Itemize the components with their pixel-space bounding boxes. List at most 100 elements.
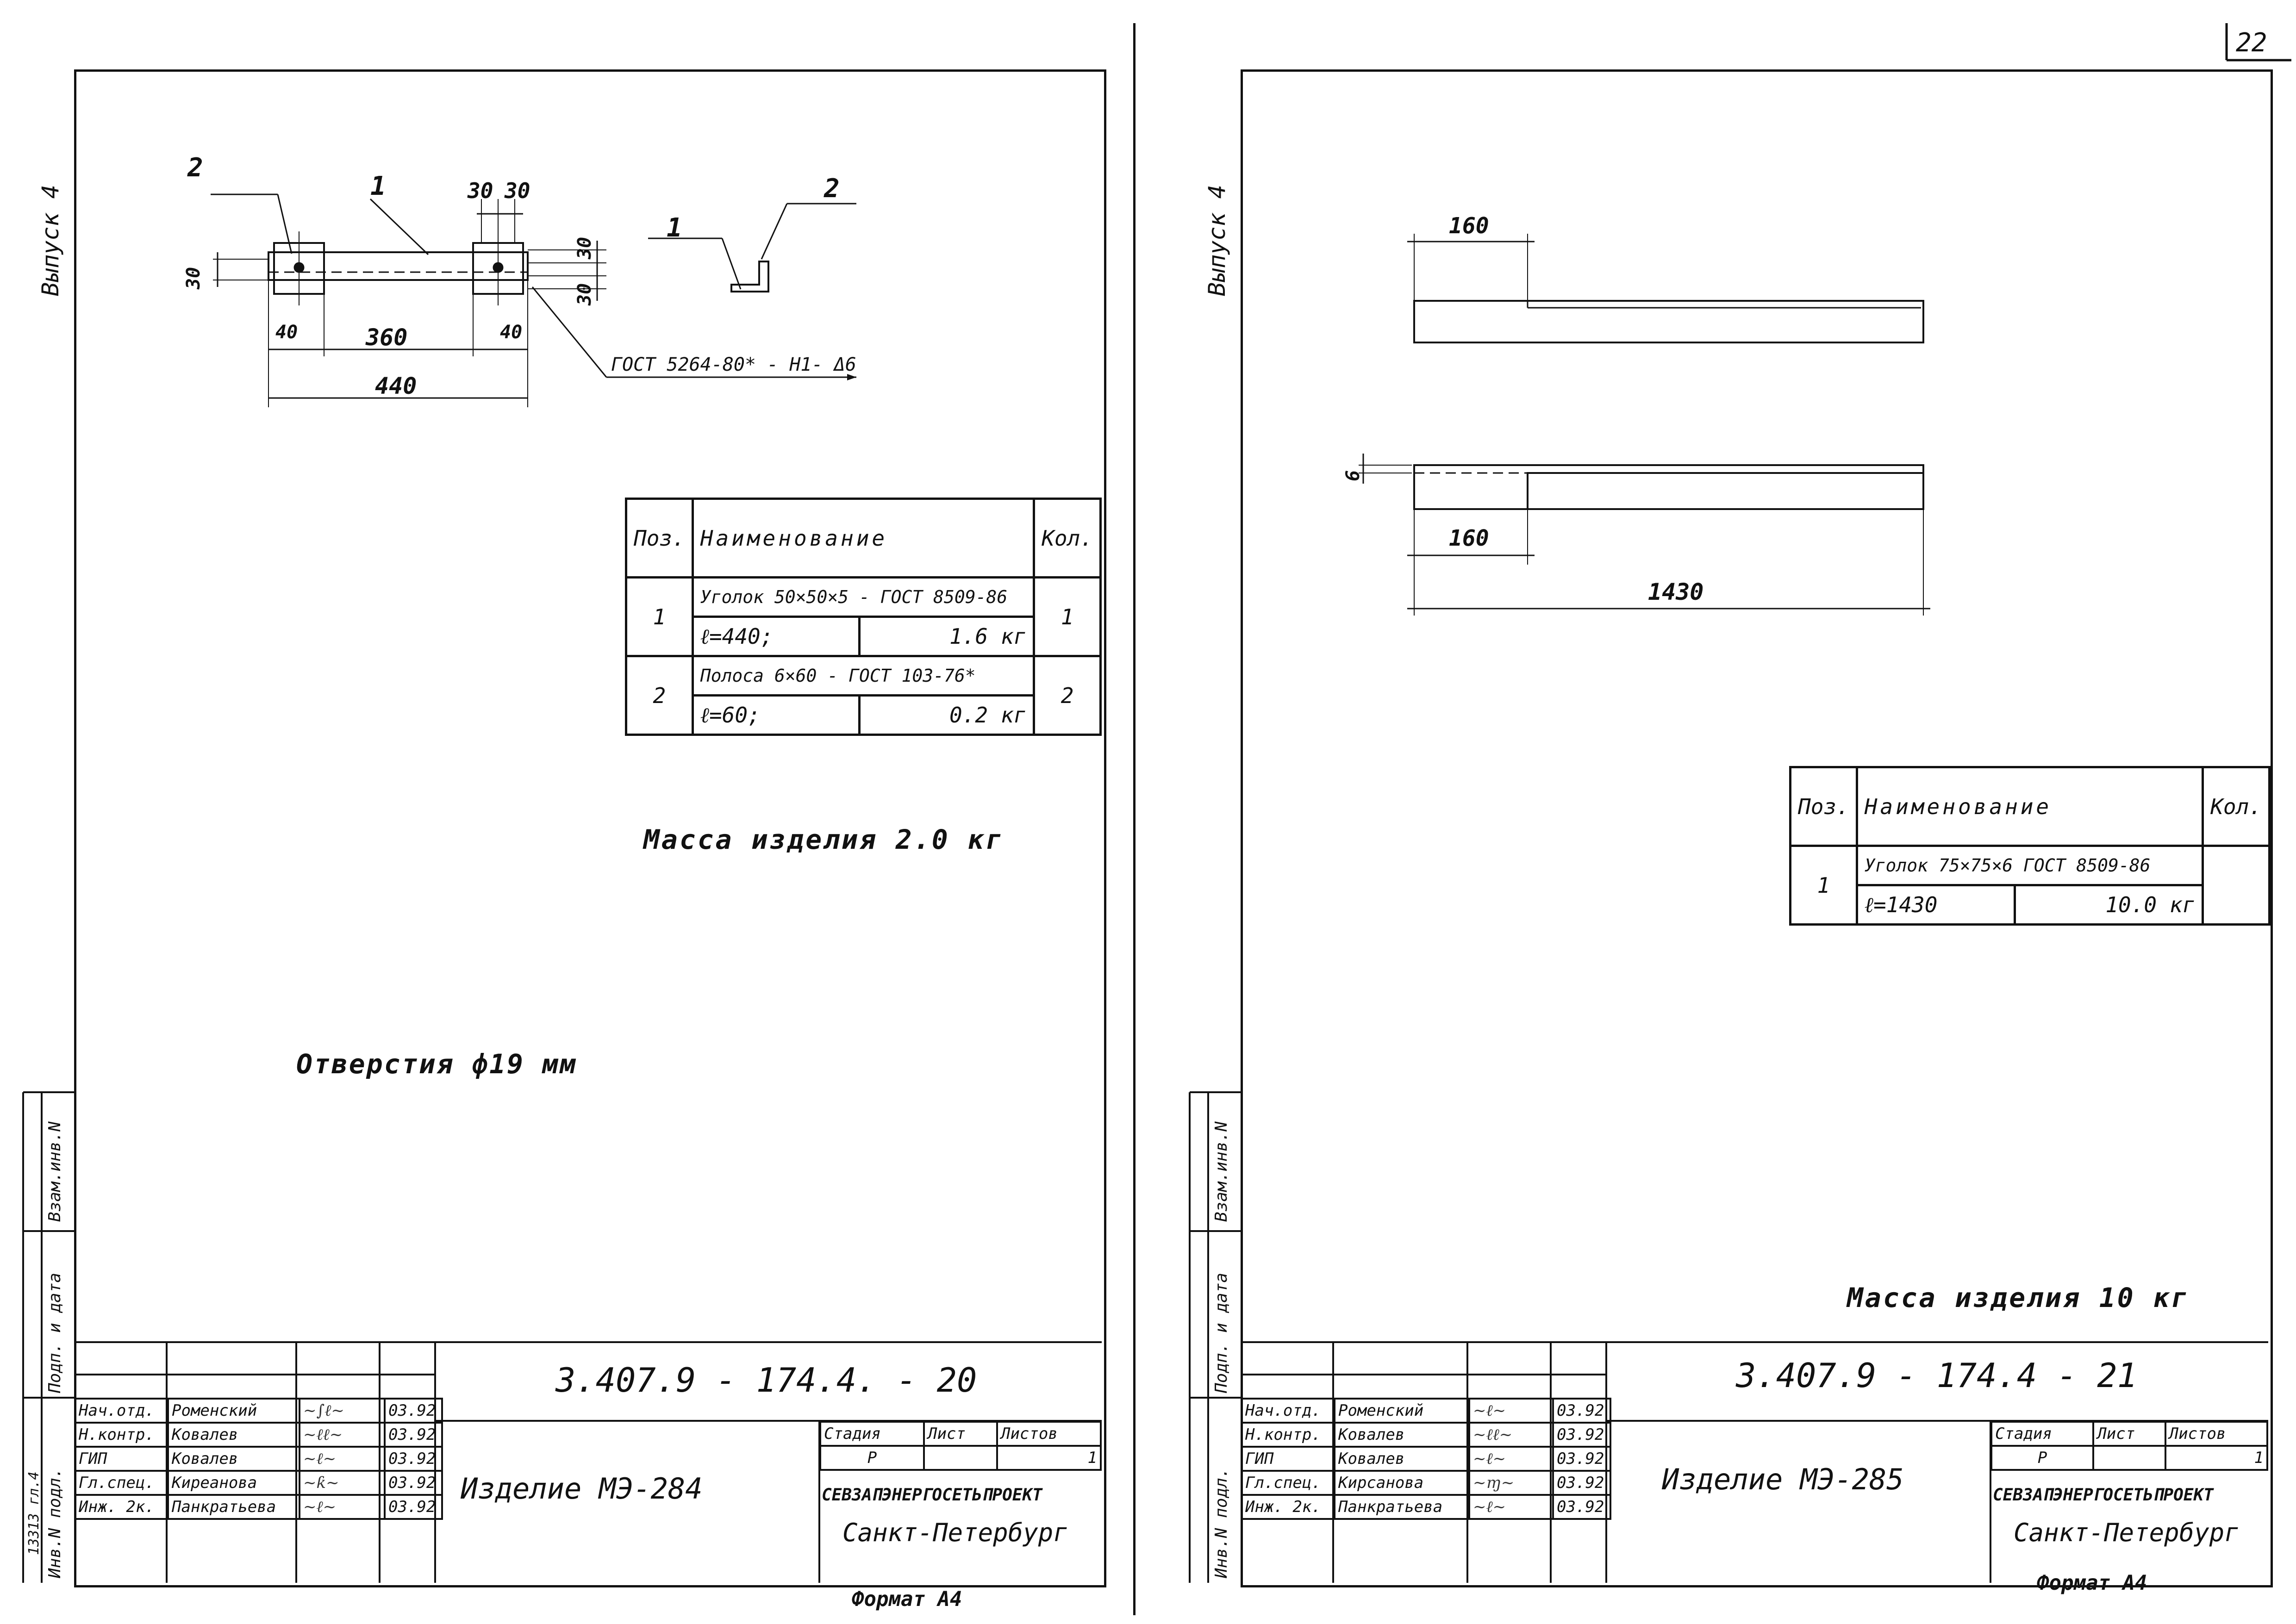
- right-doc-code: 3.407.9 - 174.4 - 21: [1736, 1356, 2137, 1395]
- spec-cell-name: Полоса 6×60 - ГОСТ 103-76*: [691, 655, 1036, 697]
- name-cell: Роменский: [1334, 1398, 1470, 1424]
- left-format-label: Формат А4: [852, 1587, 962, 1611]
- sheets-header: Листов: [996, 1421, 1102, 1447]
- spec-header-qty: Кол.: [1033, 498, 1102, 579]
- right-item-name: Изделие МЭ-285: [1662, 1462, 1904, 1496]
- right-part-drawing: [1359, 234, 1930, 616]
- signature: ~ℓ~: [1468, 1398, 1554, 1424]
- left-series-label: Выпуск 4: [37, 185, 64, 296]
- spec-cell-length: ℓ=1430: [1855, 884, 2016, 926]
- spec-header-pos: Поз.: [625, 498, 694, 579]
- page-number: 22: [2236, 28, 2267, 58]
- date-cell: 03.92: [384, 1398, 443, 1424]
- table-row: Инж. 2к.Панкратьева~ℓ~03.92: [74, 1494, 443, 1520]
- signature: ~ℓℓ~: [1468, 1422, 1554, 1448]
- right-dim-6: 6: [1342, 470, 1364, 481]
- spec-cell-mass: 1.6 кг: [858, 616, 1036, 657]
- date-cell: 03.92: [1552, 1470, 1611, 1496]
- right-people-table: Нач.отд.Роменский~ℓ~03.92 Н.контр.Ковале…: [1241, 1398, 1611, 1520]
- stage-header: Стадия: [1990, 1421, 2095, 1447]
- role-cell: Гл.спец.: [1241, 1470, 1335, 1496]
- table-row: Н.контр.Ковалев~ℓℓ~03.92: [1241, 1422, 1611, 1448]
- signature: ~ℓ~: [1468, 1494, 1554, 1520]
- stage-header: Стадия: [819, 1421, 925, 1447]
- left-dim-440: 440: [375, 373, 417, 399]
- left-pos-label-1: 1: [370, 171, 386, 201]
- name-cell: Ковалев: [1334, 1422, 1470, 1448]
- right-series-label: Выпуск 4: [1204, 185, 1230, 296]
- date-cell: 03.92: [384, 1494, 443, 1520]
- left-stamp-inv-number: 13313 гл.4: [26, 1471, 42, 1555]
- table-row: Н.контр.Ковалев~ℓℓ~03.92: [74, 1422, 443, 1448]
- name-cell: Панкратьева: [1334, 1494, 1470, 1520]
- left-people-table: Нач.отд.Роменский~∫ℓ~03.92 Н.контр.Ковал…: [74, 1398, 443, 1520]
- spec-cell-pos: 1: [1789, 845, 1858, 926]
- role-cell: ГИП: [74, 1446, 169, 1472]
- left-pos-label-1b: 1: [667, 213, 682, 243]
- sheet-header: Лист: [2092, 1421, 2166, 1447]
- spec-cell-mass: 0.2 кг: [858, 694, 1036, 736]
- name-cell: Панкратьева: [167, 1494, 300, 1520]
- left-dim-40b: 40: [500, 322, 523, 343]
- left-sheet-frame: [74, 69, 1106, 1587]
- left-dim-360: 360: [366, 324, 408, 351]
- role-cell: Инж. 2к.: [1241, 1494, 1335, 1520]
- table-row: Гл.спец.Кирсанова~ɱ~03.92: [1241, 1470, 1611, 1496]
- table-row: ℓ=60; 0.2 кг: [626, 694, 1101, 736]
- right-spec-table: Поз. Наименование Кол. 1 Уголок 75×75×6 …: [1789, 766, 2271, 926]
- name-cell: Ковалев: [167, 1446, 300, 1472]
- left-side-stamp: [22, 1091, 74, 1583]
- spec-header-name: Наименование: [691, 498, 1036, 579]
- role-cell: Инж. 2к.: [74, 1494, 169, 1520]
- date-cell: 03.92: [384, 1446, 443, 1472]
- date-cell: 03.92: [1552, 1422, 1611, 1448]
- left-part-drawing: [211, 193, 856, 407]
- spec-cell-pos: 1: [625, 576, 694, 657]
- spec-header-name: Наименование: [1855, 766, 2204, 847]
- name-cell: Киреанова: [167, 1470, 300, 1496]
- table-row: Нач.отд.Роменский~∫ℓ~03.92: [74, 1398, 443, 1424]
- date-cell: 03.92: [1552, 1446, 1611, 1472]
- spec-cell-qty: [2202, 845, 2271, 926]
- left-dim-30-v2: 30: [574, 283, 595, 305]
- sheets-value: 1: [996, 1445, 1102, 1471]
- sheets-header: Листов: [2164, 1421, 2269, 1447]
- stage-value: Р: [1990, 1445, 2095, 1471]
- right-stamp-sign-date: Подп. и дата: [1212, 1272, 1231, 1393]
- role-cell: Н.контр.: [1241, 1422, 1335, 1448]
- sheets-value: 1: [2164, 1445, 2269, 1471]
- spec-header-qty: Кол.: [2202, 766, 2271, 847]
- spec-cell-qty: 1: [1033, 576, 1102, 657]
- role-cell: ГИП: [1241, 1446, 1335, 1472]
- sheet-value: [2092, 1445, 2166, 1471]
- name-cell: Ковалев: [167, 1422, 300, 1448]
- spec-cell-length: ℓ=60;: [691, 694, 861, 736]
- spec-cell-name: Уголок 50×50×5 - ГОСТ 8509-86: [691, 576, 1036, 618]
- signature: ~ℓ~: [1468, 1446, 1554, 1472]
- sheet-header: Лист: [923, 1421, 998, 1447]
- role-cell: Н.контр.: [74, 1422, 169, 1448]
- left-city: Санкт-Петербург: [842, 1518, 1068, 1547]
- right-stamp-replace: Взам.инв.N: [1212, 1121, 1231, 1222]
- right-dim-1430: 1430: [1648, 579, 1704, 605]
- right-mass-note: Масса изделия 10 кг: [1847, 1282, 2190, 1313]
- left-spec-table: Поз. Наименование Кол. 1 Уголок 50×50×5 …: [625, 498, 1102, 736]
- right-dim-160-bot: 160: [1449, 525, 1489, 551]
- date-cell: 03.92: [384, 1470, 443, 1496]
- left-doc-code: 3.407.9 - 174.4. - 20: [555, 1361, 977, 1400]
- name-cell: Ковалев: [1334, 1446, 1470, 1472]
- right-stamp-inv: Инв.N подл.: [1212, 1468, 1231, 1578]
- signature: ~ɱ~: [1468, 1470, 1554, 1496]
- role-cell: Нач.отд.: [1241, 1398, 1335, 1424]
- left-stamp-replace: Взам.инв.N: [45, 1121, 64, 1222]
- name-cell: Роменский: [167, 1398, 300, 1424]
- table-row: Гл.спец.Киреанова~ƙ~03.92: [74, 1470, 443, 1496]
- right-title-block-lines: [1241, 1341, 2268, 1583]
- table-row: Инж. 2к.Панкратьева~ℓ~03.92: [1241, 1494, 1611, 1520]
- spec-cell-pos: 2: [625, 655, 694, 736]
- signature: ~ƙ~: [299, 1470, 386, 1496]
- left-dim-30a: 30: [468, 178, 493, 203]
- right-city: Санкт-Петербург: [2014, 1518, 2240, 1547]
